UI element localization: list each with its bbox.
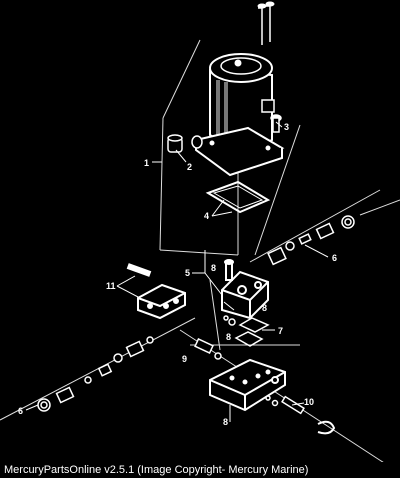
motor-assembly xyxy=(193,1,285,177)
callout-7: 7 xyxy=(278,326,283,336)
callout-8-left: 8 xyxy=(226,332,231,342)
oring-kit-part-7 xyxy=(223,315,270,347)
callout-5: 5 xyxy=(185,268,190,278)
callout-1: 1 xyxy=(144,158,149,168)
callout-2: 2 xyxy=(187,162,192,172)
exploded-parts-diagram: 1 2 3 4 5 6 6 7 8 8 8 8 9 10 11 xyxy=(0,0,400,462)
gasket-part-4 xyxy=(205,180,271,214)
callout-6-lower: 6 xyxy=(18,406,23,416)
callout-9: 9 xyxy=(182,354,187,364)
callout-leaders xyxy=(25,121,329,422)
callout-10: 10 xyxy=(304,397,314,407)
pump-body-part-5 xyxy=(221,259,269,320)
piston-part-9 xyxy=(194,337,222,360)
screw-part-3 xyxy=(270,114,282,133)
copyright-footer: MercuryPartsOnline v2.5.1 (Image Copyrig… xyxy=(4,464,309,476)
callout-6-upper: 6 xyxy=(332,253,337,263)
valve-part-11 xyxy=(126,263,186,320)
callout-3: 3 xyxy=(284,122,289,132)
manifold-part-8 xyxy=(209,358,286,412)
valve-train-part-6-upper xyxy=(267,215,355,266)
callout-labels: 1 2 3 4 5 6 6 7 8 8 8 8 9 10 11 xyxy=(18,122,337,427)
callout-8-top: 8 xyxy=(211,263,216,273)
valve-train-part-10 xyxy=(265,395,336,435)
callout-8-bottom: 8 xyxy=(223,417,228,427)
valve-train-part-6-lower xyxy=(37,336,154,412)
callout-8-mid: 8 xyxy=(262,303,267,313)
callout-11: 11 xyxy=(106,281,116,291)
plug-part-2 xyxy=(167,134,203,153)
callout-4: 4 xyxy=(204,211,209,221)
